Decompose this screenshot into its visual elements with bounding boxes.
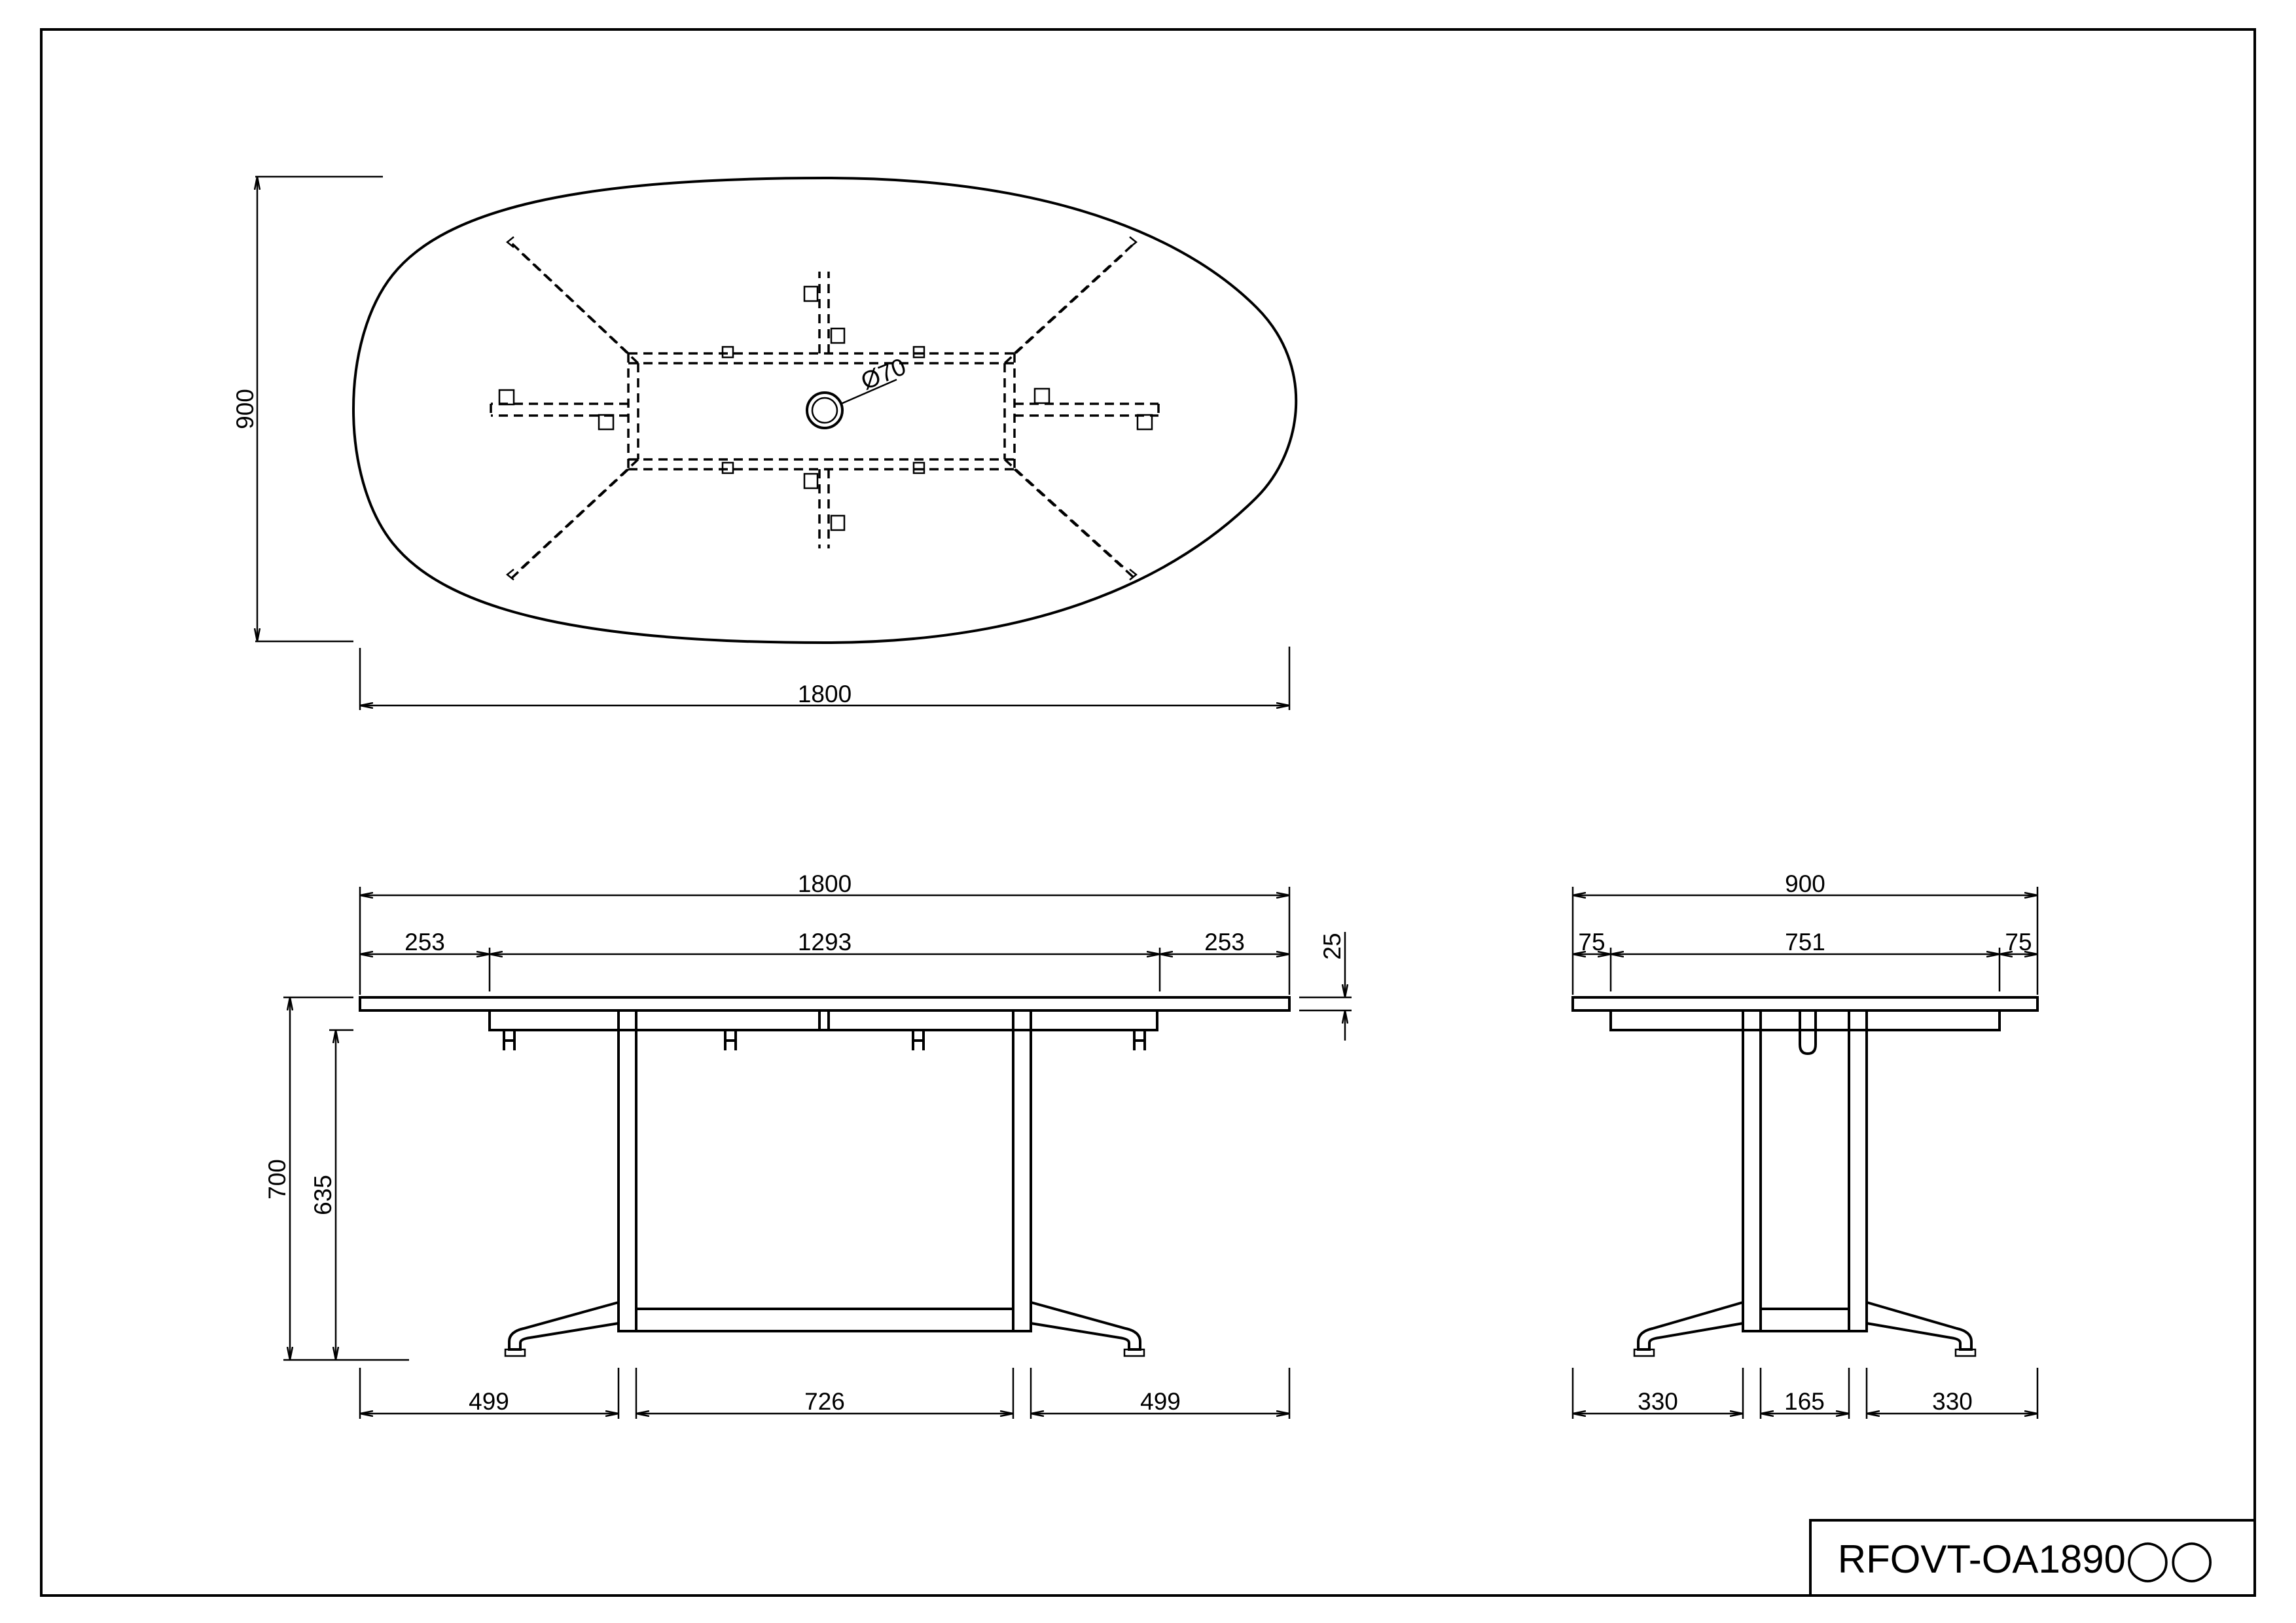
front-overall-width-dimension bbox=[359, 887, 1291, 995]
front-leg-height-dimension bbox=[329, 1029, 353, 1360]
front-top-thickness-dimension bbox=[1299, 932, 1352, 1041]
model-suffix-glyphs: ◯◯ bbox=[2126, 1537, 2214, 1582]
front-legs bbox=[504, 1009, 1145, 1357]
front-tabletop bbox=[359, 996, 1291, 1012]
side-foot-left-value: 330 bbox=[1638, 1388, 1678, 1415]
front-base-right-value: 499 bbox=[1140, 1388, 1181, 1415]
side-edge-segment-dimension bbox=[1573, 948, 2037, 991]
side-leg bbox=[1633, 1009, 1977, 1357]
front-apron-segment-dimension bbox=[360, 948, 1289, 991]
top-width-dimension bbox=[359, 647, 1291, 710]
front-total-height-value: 700 bbox=[264, 1159, 291, 1200]
front-end-left-value: 253 bbox=[404, 929, 445, 955]
side-apron bbox=[1609, 1009, 2001, 1031]
hole-diameter-label: Ø70 bbox=[857, 353, 910, 395]
cable-hole bbox=[806, 378, 897, 429]
front-base-center-value: 726 bbox=[804, 1388, 845, 1415]
front-top-thickness-value: 25 bbox=[1319, 933, 1346, 959]
front-base-dimension bbox=[359, 1368, 1291, 1419]
side-overall-depth-value: 900 bbox=[1785, 870, 1825, 897]
top-view: Ø70 900 1800 bbox=[232, 175, 1298, 710]
model-code: RFOVT-OA1890◯◯ bbox=[1838, 1537, 2214, 1582]
front-end-right-value: 253 bbox=[1204, 929, 1245, 955]
front-apron bbox=[488, 1009, 1158, 1031]
model-code-text: RFOVT-OA1890 bbox=[1838, 1537, 2126, 1581]
top-depth-value: 900 bbox=[232, 389, 259, 429]
title-block: RFOVT-OA1890◯◯ bbox=[1809, 1519, 2256, 1597]
side-edge-left-value: 75 bbox=[1578, 929, 1605, 955]
oval-tabletop-outline bbox=[352, 176, 1298, 645]
side-foot-dimension bbox=[1571, 1368, 2039, 1419]
side-edge-right-value: 75 bbox=[2005, 929, 2032, 955]
front-total-height-dimension bbox=[283, 996, 409, 1361]
side-foot-right-value: 330 bbox=[1932, 1388, 1973, 1415]
side-overall-depth-dimension bbox=[1571, 887, 2039, 995]
front-middle-value: 1293 bbox=[798, 929, 852, 955]
side-view: 900 75 751 75 330 165 330 bbox=[1571, 870, 2039, 1419]
side-hook bbox=[1799, 1010, 1817, 1056]
connector-symbols bbox=[498, 236, 1153, 580]
drawing-border bbox=[40, 28, 2256, 1597]
front-apron-clips bbox=[503, 1031, 1146, 1050]
side-middle-value: 751 bbox=[1785, 929, 1825, 955]
front-view: 1800 253 1293 253 25 700 bbox=[264, 870, 1352, 1419]
top-depth-dimension bbox=[255, 175, 383, 643]
top-width-value: 1800 bbox=[798, 681, 852, 707]
front-base-left-value: 499 bbox=[469, 1388, 509, 1415]
side-foot-center-value: 165 bbox=[1784, 1388, 1825, 1415]
front-overall-width-value: 1800 bbox=[798, 870, 852, 897]
hidden-frame bbox=[490, 241, 1160, 580]
side-tabletop bbox=[1571, 996, 2039, 1012]
front-leg-height-value: 635 bbox=[310, 1175, 336, 1215]
